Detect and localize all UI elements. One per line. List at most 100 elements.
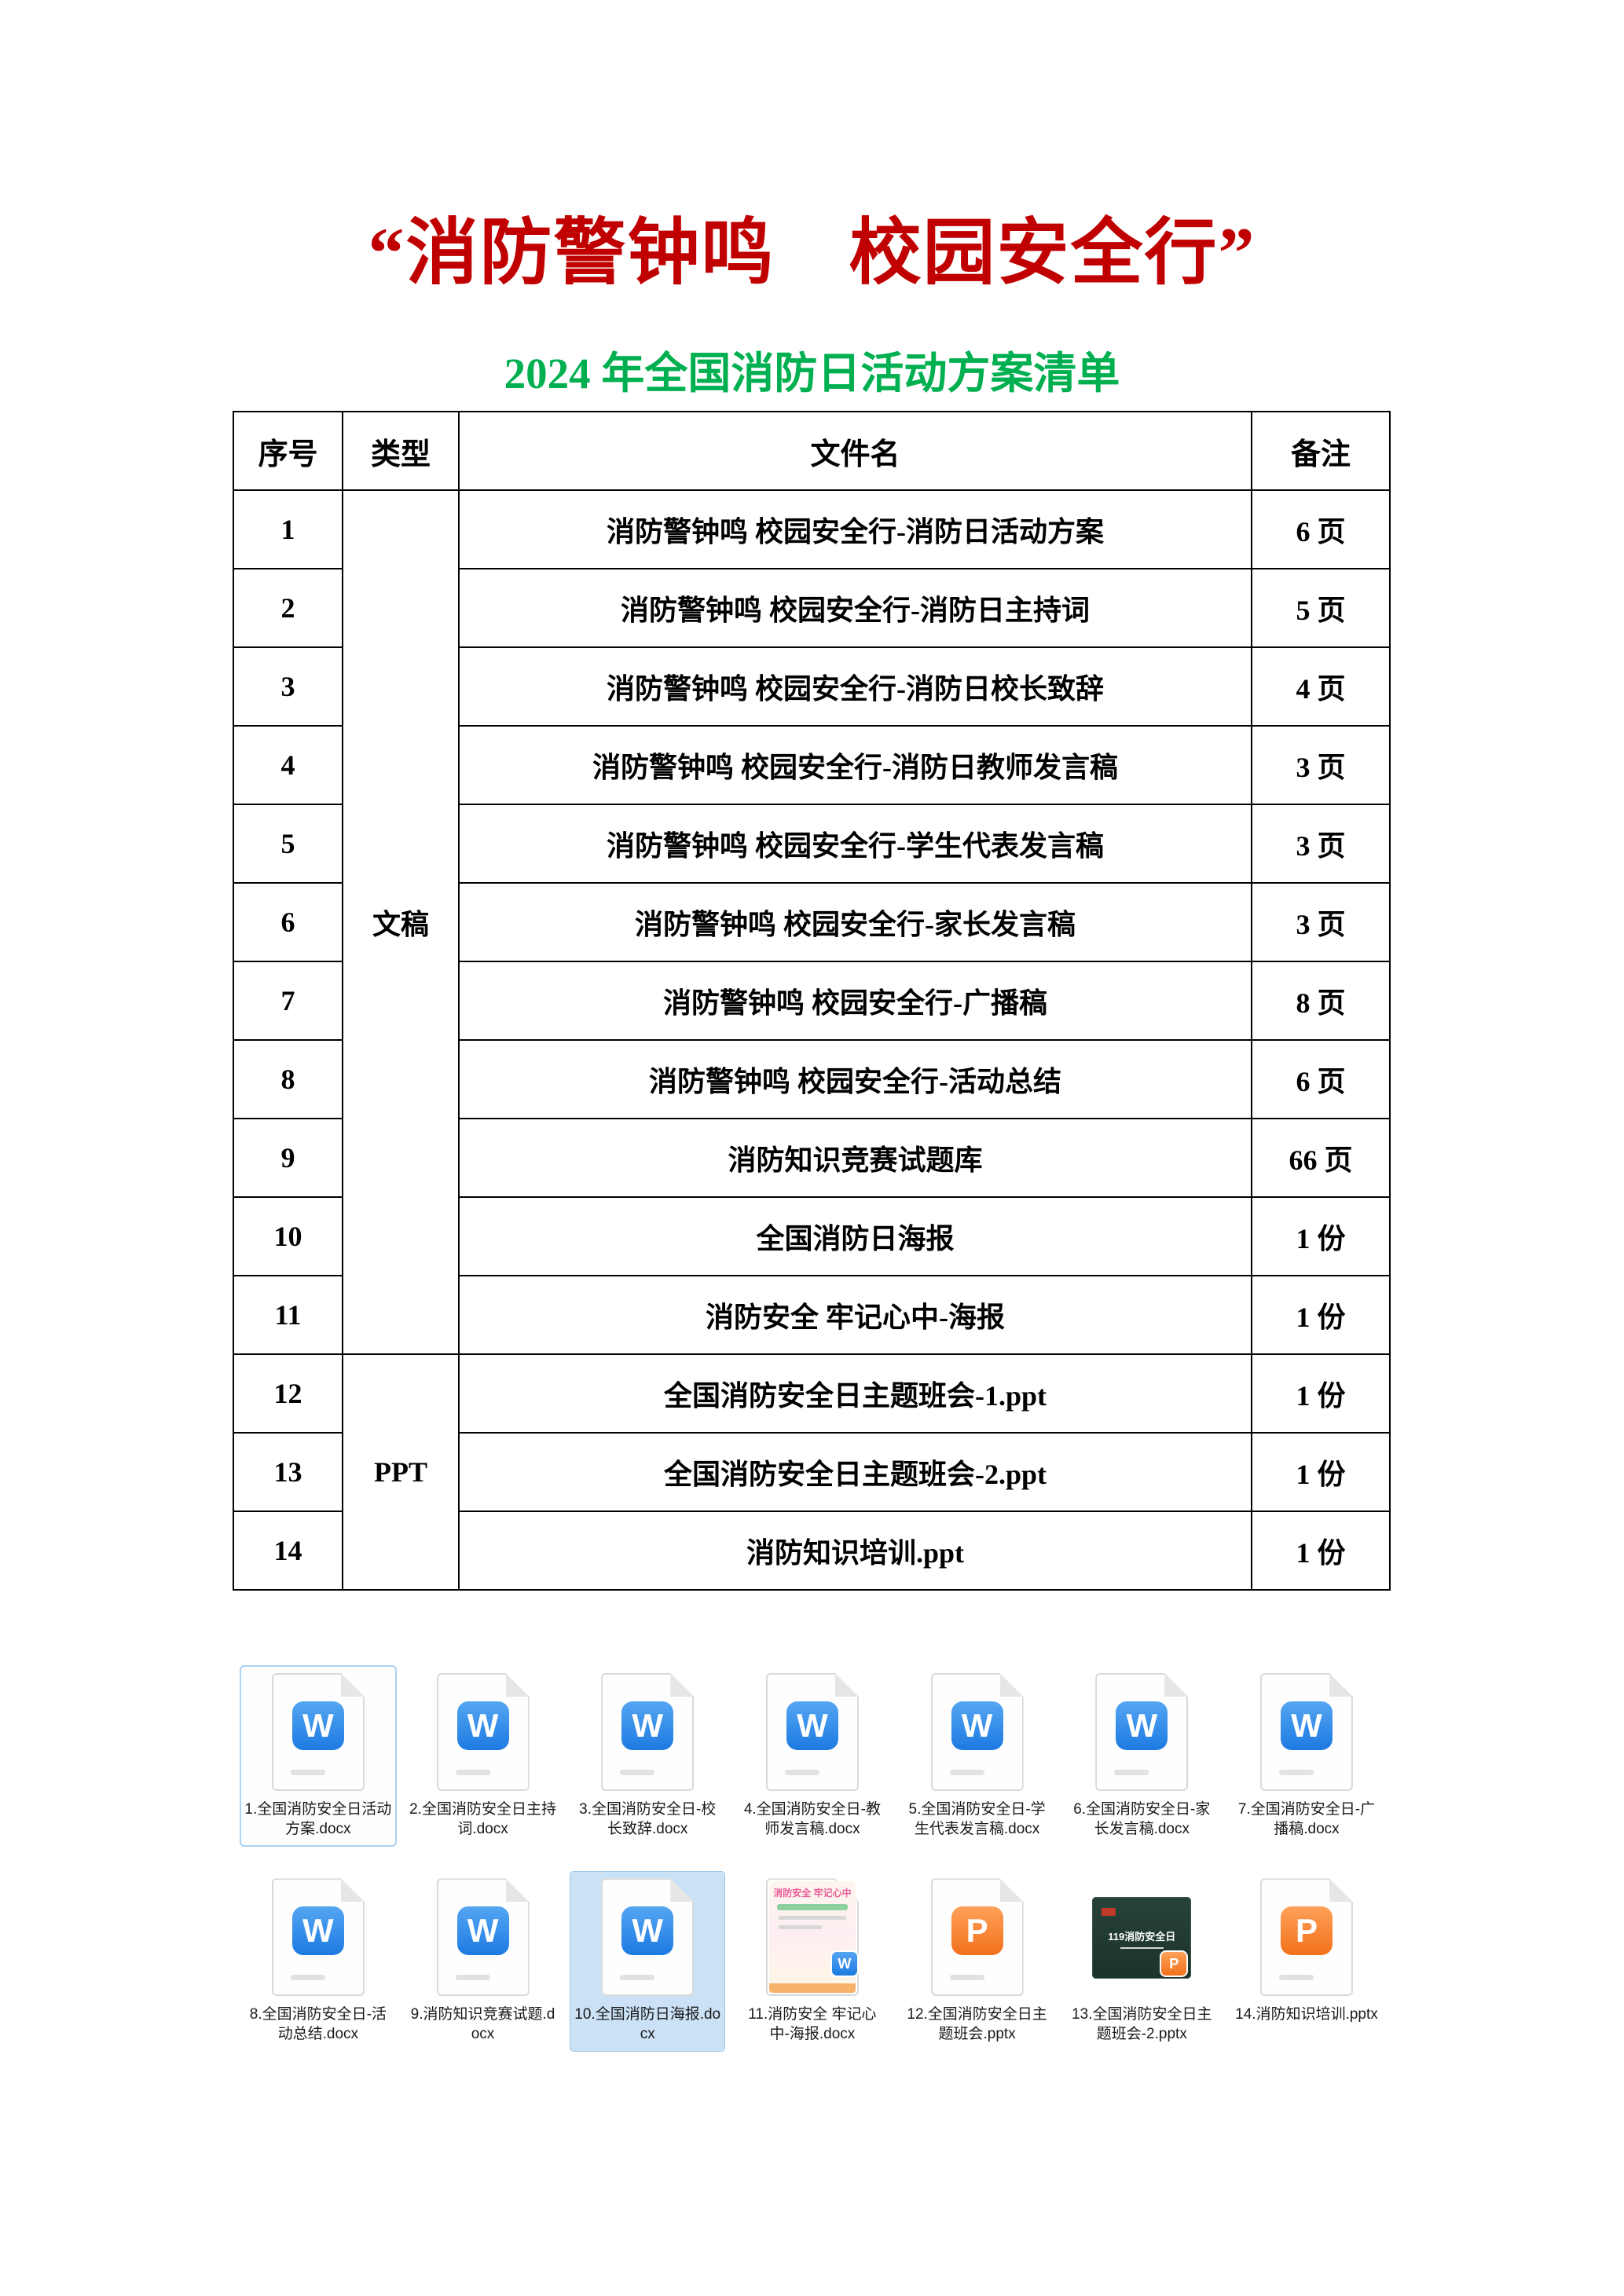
word-file-icon: W <box>437 1673 530 1791</box>
file-name-cell: 消防警钟鸣 校园安全行-消防日活动方案 <box>458 489 1252 569</box>
col-header-no: 序号 <box>233 411 343 491</box>
type-cell-ppt: PPT <box>342 1353 460 1591</box>
word-badge: W <box>456 1701 509 1750</box>
col-header-note: 备注 <box>1251 411 1391 491</box>
file-item[interactable]: W 2.全国消防安全日主持词.docx <box>406 1667 560 1845</box>
ppt-file-icon: P <box>1260 1878 1353 1996</box>
file-label: 3.全国消防安全日-校长致辞.docx <box>579 1801 717 1837</box>
note-cell: 6 页 <box>1251 1039 1391 1119</box>
note-cell: 1 份 <box>1251 1432 1391 1512</box>
note-cell: 3 页 <box>1251 725 1391 805</box>
file-name-cell: 消防安全 牢记心中-海报 <box>458 1275 1252 1355</box>
file-item[interactable]: 消防安全 牢记心中 W 11.消防安全 牢记心中-海报.docx <box>735 1872 889 2050</box>
row-number: 10 <box>233 1196 343 1276</box>
ppt-badge: P <box>1280 1906 1333 1956</box>
col-header-type: 类型 <box>342 411 460 491</box>
note-cell: 4 页 <box>1251 646 1391 727</box>
file-name-cell: 消防警钟鸣 校园安全行-消防日校长致辞 <box>458 646 1252 727</box>
note-cell: 66 页 <box>1251 1118 1391 1198</box>
file-label: 1.全国消防安全日活动方案.docx <box>244 1801 392 1837</box>
file-name-cell: 全国消防安全日主题班会-2.ppt <box>458 1432 1252 1512</box>
word-badge: W <box>291 1701 344 1750</box>
note-cell: 6 页 <box>1251 489 1391 569</box>
file-list-table: 序号 类型 文件名 备注 1 文稿 消防警钟鸣 校园安全行-消防日活动方案 6 … <box>233 411 1391 1591</box>
row-number: 13 <box>233 1432 343 1512</box>
col-header-filename: 文件名 <box>458 411 1252 491</box>
file-item[interactable]: W 1.全国消防安全日活动方案.docx <box>239 1664 397 1847</box>
file-name-cell: 消防警钟鸣 校园安全行-活动总结 <box>458 1039 1252 1119</box>
ppt-slide-file-icon: 119消防安全日 P <box>1092 1878 1192 1996</box>
file-item[interactable]: W 5.全国消防安全日-学生代表发言稿.docx <box>900 1667 1054 1845</box>
type-cell-wengao: 文稿 <box>342 489 460 1355</box>
file-label: 7.全国消防安全日-广播稿.docx <box>1237 1801 1376 1837</box>
file-item[interactable]: W 9.消防知识竞赛试题.docx <box>406 1872 560 2050</box>
table-row: 6 消防警钟鸣 校园安全行-家长发言稿 3 页 <box>233 882 1391 962</box>
file-item[interactable]: W 3.全国消防安全日-校长致辞.docx <box>570 1667 724 1845</box>
row-number: 2 <box>233 568 343 648</box>
file-icon-grid: W 1.全国消防安全日活动方案.docx W 2.全国消防安全日主持词.docx… <box>236 1664 1389 2052</box>
file-item[interactable]: 119消防安全日 P 13.全国消防安全日主题班会-2.pptx <box>1065 1872 1219 2050</box>
table-row: 8 消防警钟鸣 校园安全行-活动总结 6 页 <box>233 1039 1391 1119</box>
note-cell: 1 份 <box>1251 1275 1391 1355</box>
page-title: “消防警钟鸣 校园安全行” <box>368 213 1256 293</box>
table-row: 12 PPT 全国消防安全日主题班会-1.ppt 1 份 <box>233 1353 1391 1591</box>
file-item[interactable]: P 14.消防知识培训.pptx <box>1232 1872 1381 2031</box>
word-badge: W <box>621 1701 674 1750</box>
file-item[interactable]: W 8.全国消防安全日-活动总结.docx <box>241 1872 395 2050</box>
word-badge: W <box>456 1906 509 1956</box>
table-row: 13 全国消防安全日主题班会-2.ppt 1 份 <box>233 1432 1391 1512</box>
file-item[interactable]: W 4.全国消防安全日-教师发言稿.docx <box>735 1667 889 1845</box>
word-badge: W <box>621 1906 674 1956</box>
row-number: 1 <box>233 489 343 569</box>
table-row: 1 文稿 消防警钟鸣 校园安全行-消防日活动方案 6 页 <box>233 489 1391 1355</box>
table-row: 10 全国消防日海报 1 份 <box>233 1196 1391 1276</box>
row-number: 4 <box>233 725 343 805</box>
ppt-badge: P <box>951 1906 1003 1956</box>
file-name-cell: 消防警钟鸣 校园安全行-消防日主持词 <box>458 568 1252 648</box>
note-cell: 1 份 <box>1251 1353 1391 1434</box>
table-row: 14 消防知识培训.ppt 1 份 <box>233 1511 1391 1591</box>
file-item[interactable]: P 12.全国消防安全日主题班会.pptx <box>900 1872 1054 2050</box>
table-row: 2 消防警钟鸣 校园安全行-消防日主持词 5 页 <box>233 568 1391 648</box>
word-file-icon: W <box>272 1878 365 1996</box>
slide-thumbnail: 119消防安全日 <box>1092 1897 1192 1979</box>
file-label: 9.消防知识竞赛试题.docx <box>410 2006 555 2043</box>
table-row: 9 消防知识竞赛试题库 66 页 <box>233 1118 1391 1198</box>
ppt-file-icon: P <box>931 1878 1024 1996</box>
file-label: 6.全国消防安全日-家长发言稿.docx <box>1073 1801 1211 1837</box>
file-name-cell: 消防知识培训.ppt <box>458 1511 1252 1591</box>
word-badge: W <box>951 1701 1003 1750</box>
file-item[interactable]: W 10.全国消防日海报.docx <box>570 1871 726 2052</box>
note-cell: 3 页 <box>1251 882 1391 962</box>
table-header-row: 序号 类型 文件名 备注 <box>233 411 1391 491</box>
file-label: 14.消防知识培训.pptx <box>1235 2006 1378 2023</box>
row-number: 8 <box>233 1039 343 1119</box>
word-badge: W <box>291 1906 344 1956</box>
table-row: 7 消防警钟鸣 校园安全行-广播稿 8 页 <box>233 961 1391 1041</box>
word-file-icon: W <box>1260 1673 1353 1791</box>
note-cell: 1 份 <box>1251 1196 1391 1276</box>
word-file-icon: W <box>931 1673 1024 1791</box>
table-row: 11 消防安全 牢记心中-海报 1 份 <box>233 1275 1391 1355</box>
row-number: 3 <box>233 646 343 727</box>
page-subtitle: 2024 年全国消防日活动方案清单 <box>504 350 1120 397</box>
file-label: 8.全国消防安全日-活动总结.docx <box>249 2006 387 2043</box>
word-file-icon: W <box>1095 1673 1189 1791</box>
row-number: 14 <box>233 1511 343 1591</box>
row-number: 9 <box>233 1118 343 1198</box>
file-item[interactable]: W 6.全国消防安全日-家长发言稿.docx <box>1065 1667 1219 1845</box>
word-file-icon: W <box>437 1878 530 1996</box>
file-name-cell: 消防警钟鸣 校园安全行-广播稿 <box>458 961 1252 1041</box>
note-cell: 1 份 <box>1251 1511 1391 1591</box>
ppt-badge: P <box>1160 1950 1189 1978</box>
file-label: 4.全国消防安全日-教师发言稿.docx <box>743 1801 881 1837</box>
file-name-cell: 消防警钟鸣 校园安全行-学生代表发言稿 <box>458 804 1252 884</box>
note-cell: 3 页 <box>1251 804 1391 884</box>
table-row: 4 消防警钟鸣 校园安全行-消防日教师发言稿 3 页 <box>233 725 1391 805</box>
file-item[interactable]: W 7.全国消防安全日-广播稿.docx <box>1230 1667 1384 1845</box>
file-name-cell: 消防知识竞赛试题库 <box>458 1118 1252 1198</box>
note-cell: 8 页 <box>1251 961 1391 1041</box>
word-file-icon: W <box>766 1673 859 1791</box>
poster-file-icon: 消防安全 牢记心中 W <box>766 1878 859 1996</box>
